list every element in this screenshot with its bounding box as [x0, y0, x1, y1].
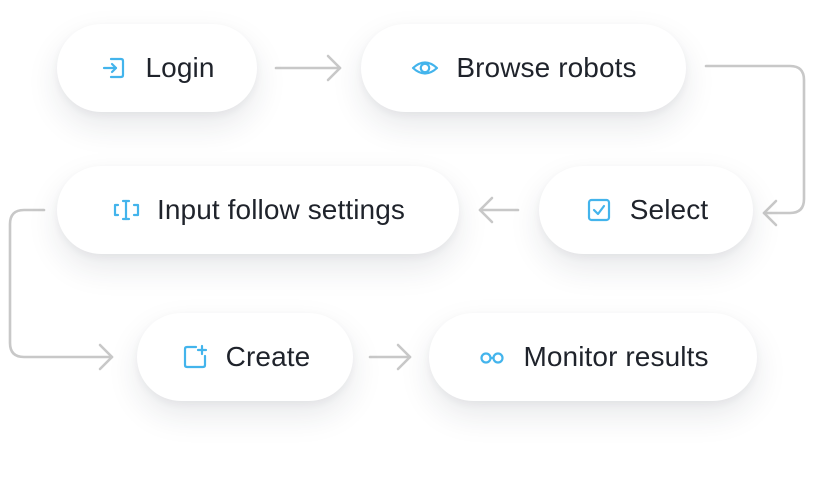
step-select: Select — [539, 166, 753, 254]
arrow-select-to-input — [478, 196, 520, 224]
step-monitor-results: Monitor results — [429, 313, 757, 401]
login-icon — [99, 53, 129, 83]
step-label: Create — [225, 341, 311, 372]
step-label: Select — [629, 194, 709, 225]
text-cursor-icon — [111, 195, 141, 225]
eye-icon — [410, 53, 440, 83]
arrow-create-to-monitor — [368, 343, 412, 371]
step-browse-robots: Browse robots — [361, 24, 686, 112]
step-input-follow-settings: Input follow settings — [57, 166, 459, 254]
glasses-icon — [477, 342, 507, 372]
add-square-icon — [180, 342, 210, 372]
checkbox-icon — [584, 195, 614, 225]
step-create: Create — [137, 313, 353, 401]
arrow-login-to-browse — [274, 54, 342, 82]
step-label: Login — [145, 52, 215, 83]
step-label: Monitor results — [523, 341, 709, 372]
step-label: Browse robots — [456, 52, 637, 83]
arrow-browse-to-select — [704, 64, 806, 227]
step-label: Input follow settings — [156, 194, 406, 225]
step-login: Login — [57, 24, 257, 112]
arrow-input-to-create — [8, 208, 114, 371]
